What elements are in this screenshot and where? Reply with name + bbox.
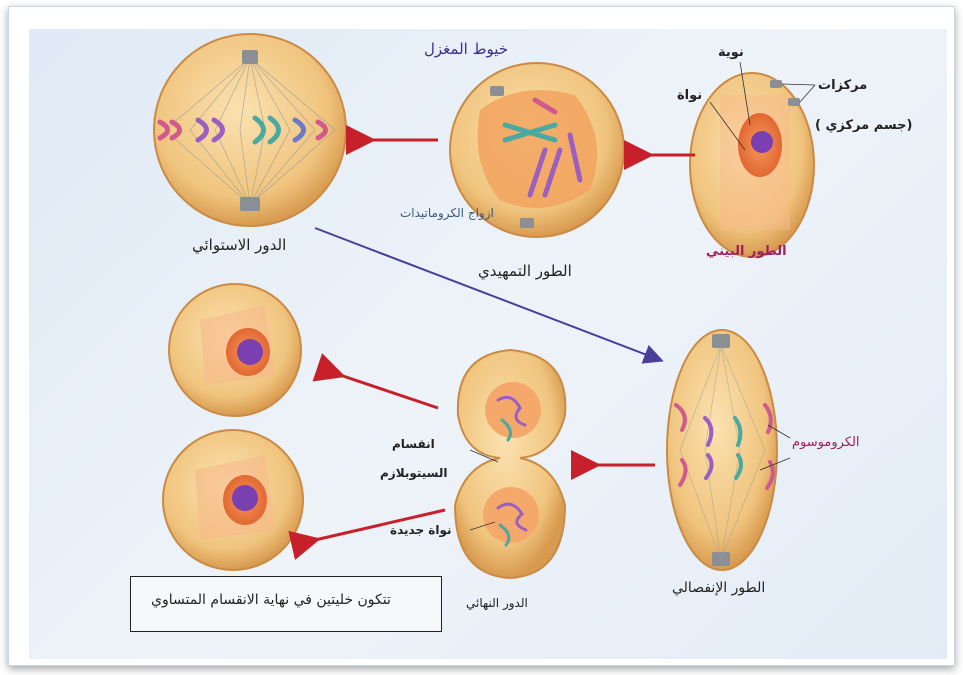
anaphase-cell [667, 330, 790, 570]
cytoplasm-division-label-2: السيتوبلازم [380, 466, 447, 480]
daughter-cell-bottom [163, 430, 303, 570]
centriole-icon [490, 86, 504, 96]
prophase-label: الطور التمهيدي [478, 262, 572, 280]
arrow-to-anaphase [315, 228, 660, 360]
chromosome-label: الكروموسوم [792, 435, 860, 450]
centriole-icon [240, 197, 260, 211]
metaphase-label: الدور الاستوائي [192, 236, 286, 254]
spindle-fibers-label: خيوط المغزل [424, 40, 508, 58]
caption-box: تتكون خليتين في نهاية الانقسام المتساوي [130, 576, 442, 632]
daughter-cell-top [169, 284, 301, 416]
centriole-icon [788, 98, 800, 106]
metaphase-cell [154, 34, 346, 226]
centriole-icon [242, 50, 258, 64]
centrioles-label: مركزات [818, 78, 867, 93]
caption-text: تتكون خليتين في نهاية الانقسام المتساوي [151, 592, 391, 608]
centriole-icon [520, 218, 534, 228]
nucleolus-label: نوية [718, 45, 744, 60]
nucleus-label: نواة [677, 88, 702, 103]
centrosome-label: (جسم مركزي ) [815, 118, 912, 133]
telophase-cell [455, 350, 565, 578]
telophase-label: الدور النهائي [466, 596, 528, 610]
interphase-label: الطور البيني [706, 244, 787, 259]
anaphase-label: الطور الإنفصالي [672, 580, 765, 596]
chromatid-pairs-label: ازواج الكروماتيدات [400, 206, 494, 220]
nucleolus-dot [751, 131, 773, 153]
new-nucleus-label: نواة جديدة [390, 523, 452, 537]
cytoplasm-division-label-1: انقسام [392, 437, 435, 451]
interphase-cell [690, 62, 815, 257]
arrow-daughter-top [340, 375, 438, 408]
centriole-icon [770, 80, 782, 88]
